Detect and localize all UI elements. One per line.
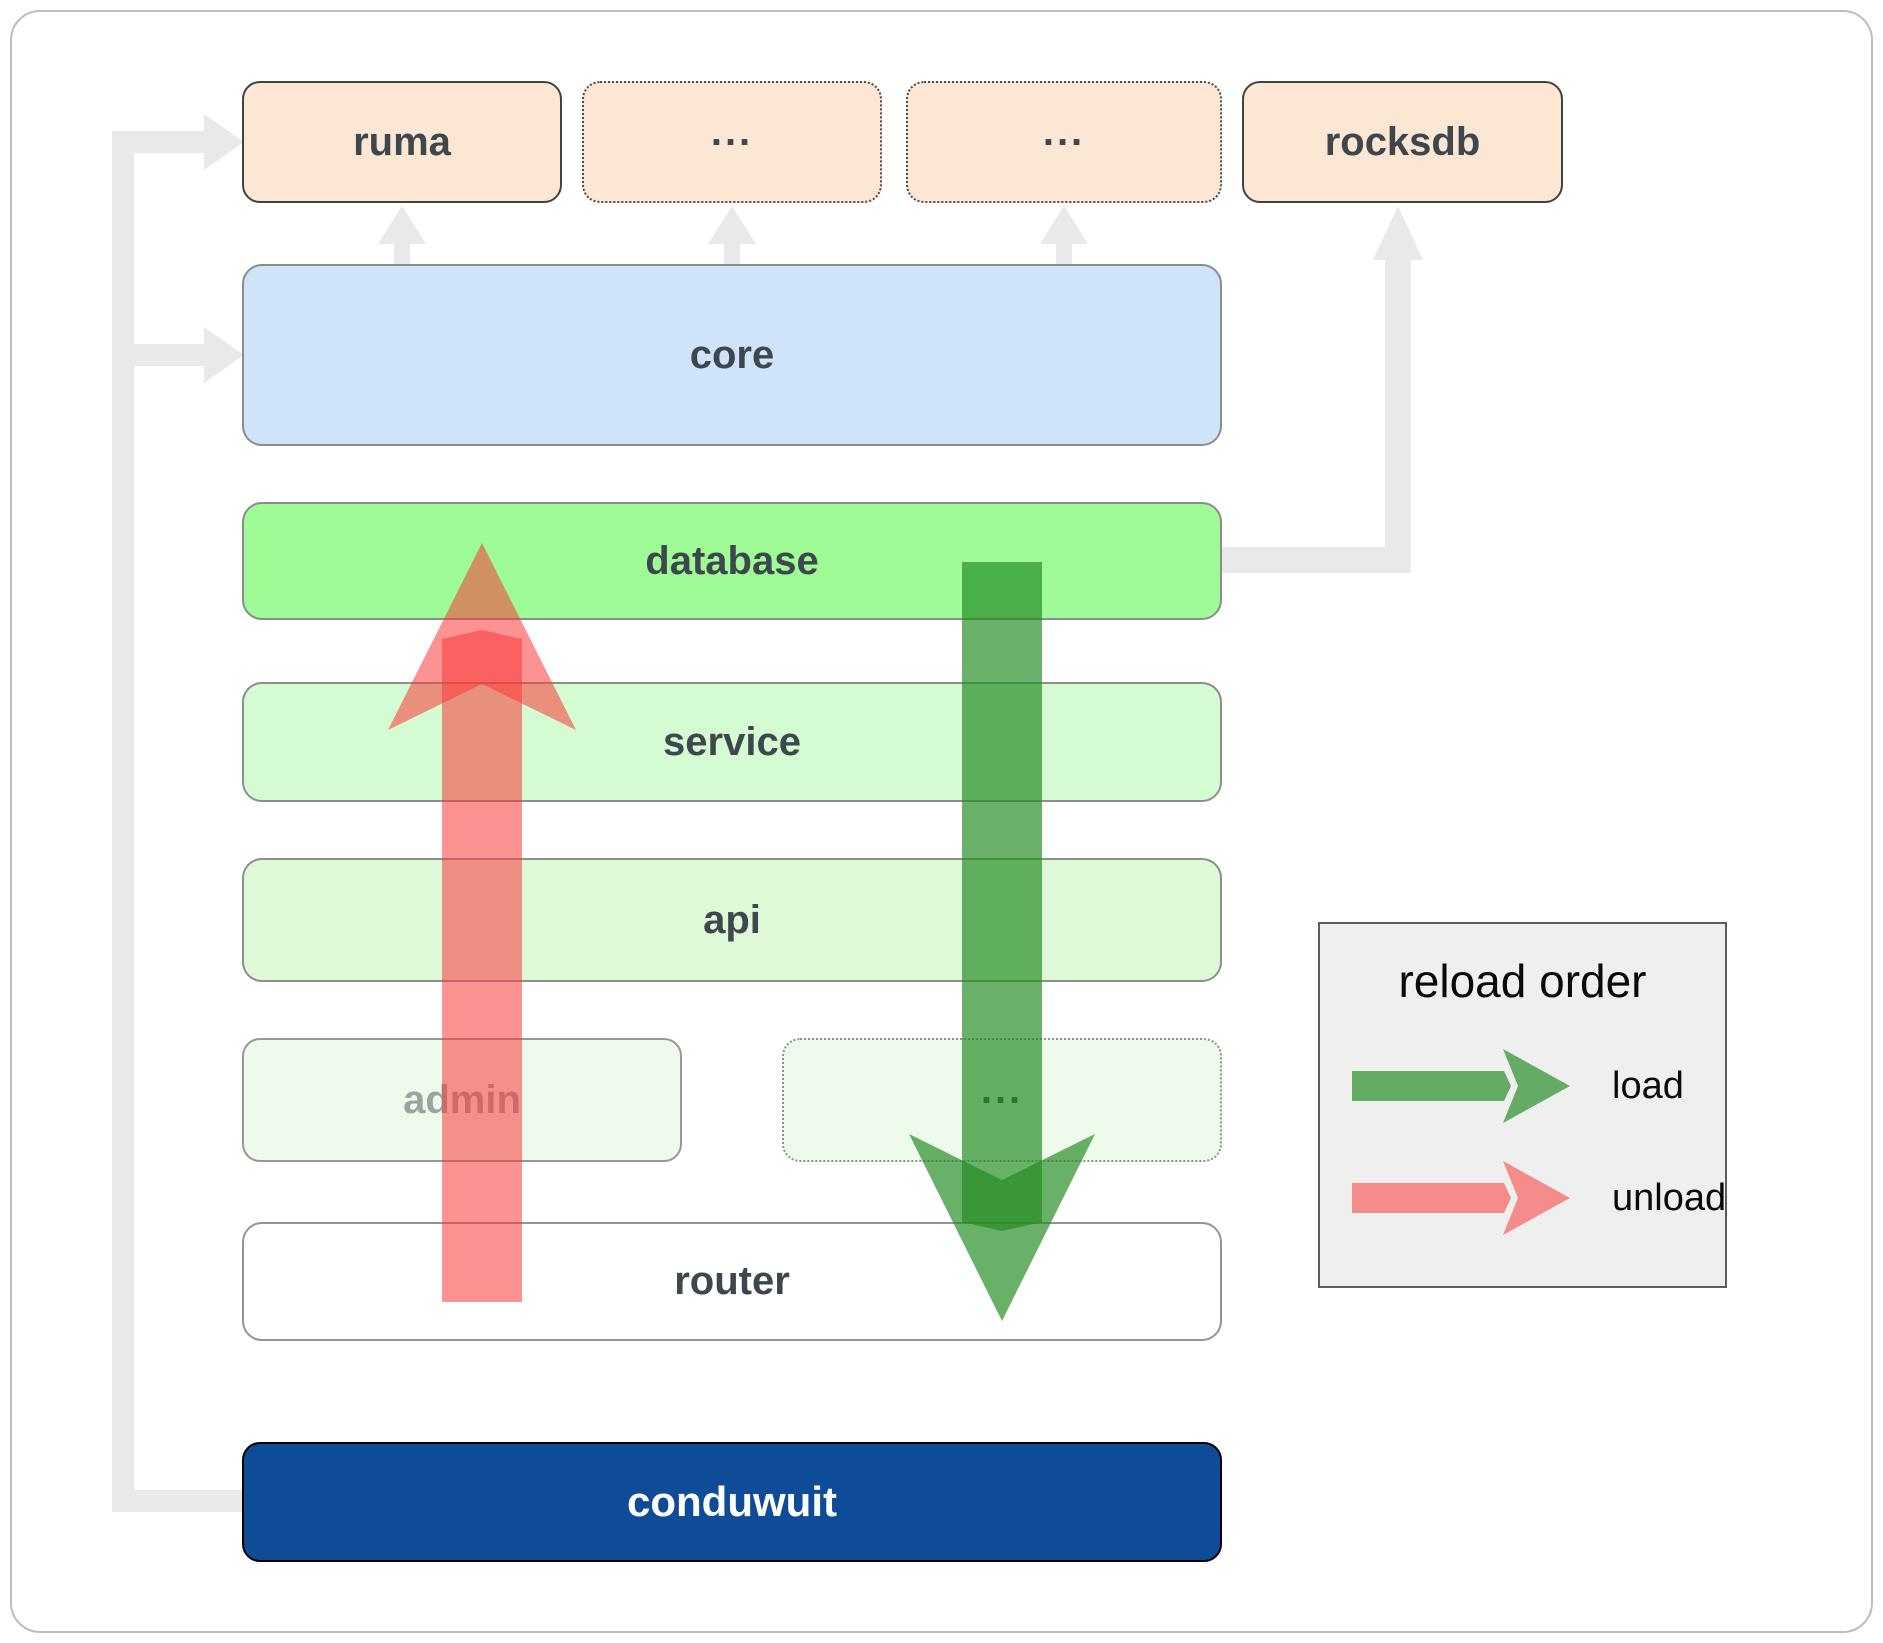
node-database-label: database — [645, 538, 819, 583]
node-conduwuit: conduwuit — [242, 1442, 1222, 1562]
legend-unload-label: unload — [1612, 1176, 1727, 1219]
node-service-label: service — [663, 719, 801, 764]
node-router: router — [242, 1222, 1222, 1341]
node-rocksdb-label: rocksdb — [1324, 119, 1481, 164]
node-service: service — [242, 682, 1222, 802]
node-router-label: router — [674, 1259, 790, 1303]
node-rocksdb: rocksdb — [1242, 81, 1563, 203]
node-ruma-label: ruma — [353, 119, 451, 164]
node-ellipsis-admin-label: ... — [980, 1067, 1024, 1112]
node-api: api — [242, 858, 1222, 982]
node-admin: admin — [242, 1038, 682, 1162]
legend-row-load: load — [1352, 1044, 1684, 1128]
legend-title: reload order — [1398, 955, 1647, 1007]
node-ellipsis-admin: ... — [782, 1038, 1222, 1162]
node-database: database — [242, 502, 1222, 620]
node-conduwuit-label: conduwuit — [627, 1478, 837, 1525]
legend-row-unload: unload — [1352, 1156, 1726, 1240]
node-ellipsis-top-b-label: ... — [1042, 109, 1086, 154]
node-admin-label: admin — [403, 1077, 521, 1122]
node-core: core — [242, 264, 1222, 446]
node-api-label: api — [703, 897, 761, 942]
legend-unload-arrow-icon — [1352, 1161, 1570, 1235]
legend: reload order load unload — [1318, 922, 1727, 1288]
node-ellipsis-top-a-label: ... — [710, 109, 754, 154]
node-core-label: core — [689, 332, 775, 377]
node-ellipsis-top-a: ... — [582, 81, 882, 203]
legend-load-label: load — [1612, 1064, 1684, 1107]
legend-load-arrow-icon — [1352, 1049, 1570, 1123]
node-ellipsis-top-b: ... — [906, 81, 1222, 203]
node-ruma: ruma — [242, 81, 562, 203]
diagram-border-frame — [10, 10, 1873, 1633]
